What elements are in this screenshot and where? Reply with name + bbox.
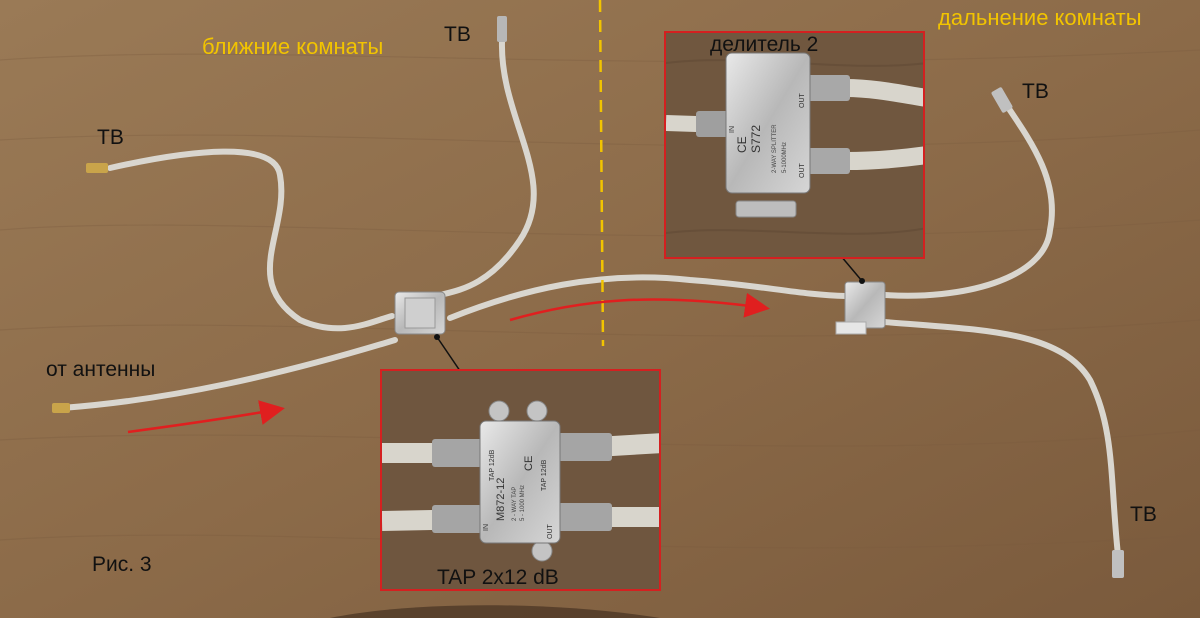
tap-out-mark: OUT <box>547 524 554 540</box>
splitter-in-mark: IN <box>729 126 736 133</box>
cable-from-antenna <box>59 337 398 411</box>
splitter-model-text: S772 <box>749 125 763 153</box>
figure-label: Рис. 3 <box>92 553 152 576</box>
tap-in-mark: IN <box>483 524 490 531</box>
cable-tv-right-bottom <box>882 319 1121 558</box>
signal-arrow-trunk <box>509 292 770 322</box>
splitter-caption: делитель 2 <box>710 33 819 56</box>
splitter-inset: S772 2-WAY SPLITTER 5-1000MHz CE IN OUT … <box>664 31 925 259</box>
splitter-out-bottom-mark: OUT <box>799 163 806 179</box>
cable-tv-right-top <box>882 97 1055 299</box>
floor-shadow <box>330 605 660 618</box>
room-divider-line <box>598 0 605 347</box>
tap-type-text: 2 - WAY TAP <box>512 487 518 521</box>
far-rooms-label: дальнение комнаты <box>938 5 1142 30</box>
cable-connectors <box>52 16 1124 578</box>
tap-closeup: M872-12 TAP 12dB 2 - WAY TAP 5 - 1000 MH… <box>382 371 659 589</box>
tap-ce-mark: CE <box>523 456 535 471</box>
cable-trunk <box>447 274 849 321</box>
cables <box>59 39 1121 558</box>
tap-port-text: TAP 12dB <box>541 459 548 491</box>
splitter-out-top-mark: OUT <box>799 93 806 109</box>
splitter-closeup: S772 2-WAY SPLITTER 5-1000MHz CE IN OUT … <box>666 33 923 257</box>
tap-mark-text: TAP 12dB <box>489 449 496 481</box>
splitter-type-text: 2-WAY SPLITTER <box>772 124 778 173</box>
tv-label-right-bottom: ТВ <box>1130 503 1157 526</box>
cable-tv-left <box>107 148 395 332</box>
from-antenna-label: от антенны <box>46 358 156 381</box>
splitter-band-text: 5-1000MHz <box>782 142 788 173</box>
tv-label-left: ТВ <box>97 126 124 149</box>
splitter-device-small <box>835 281 886 335</box>
tap-band-text: 5 - 1000 MHz <box>520 485 526 521</box>
signal-arrow-bottom <box>127 400 285 434</box>
tap-caption: TAP 2x12 dB <box>437 566 559 589</box>
splitter-ce-mark: CE <box>735 136 749 153</box>
tv-label-right-top: ТВ <box>1022 80 1049 103</box>
tap-device-small <box>394 291 446 335</box>
near-rooms-label: ближние комнаты <box>202 34 384 59</box>
tap-inset: M872-12 TAP 12dB 2 - WAY TAP 5 - 1000 MH… <box>380 369 661 591</box>
cable-tv-top <box>437 39 537 298</box>
tap-model-text: M872-12 <box>495 478 507 521</box>
tv-label-top: ТВ <box>444 23 471 46</box>
